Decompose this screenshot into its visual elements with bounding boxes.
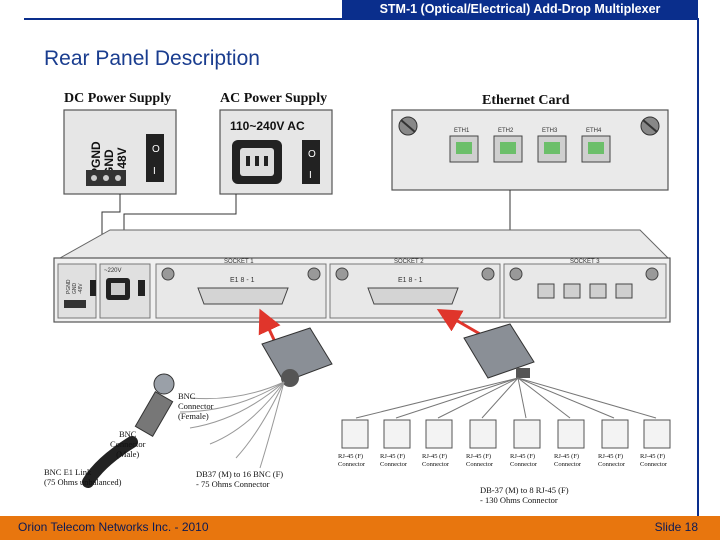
- e1-label: E1 8 - 1: [230, 277, 255, 284]
- eth-port-label: ETH2: [498, 128, 514, 134]
- bnc-cable: [82, 373, 175, 488]
- rj45-connector-word: Connector: [554, 461, 582, 468]
- ac-power-switch: [302, 140, 320, 184]
- arrow-to-socket-1: [258, 308, 281, 345]
- dc-terminal-label: PGND: [89, 141, 103, 176]
- rj45-connector-label: RJ-45 (F): [554, 453, 579, 460]
- db37-port-1: [197, 287, 289, 305]
- rj45-connector-label: RJ-45 (F): [338, 453, 363, 460]
- header-title-bar: STM-1 (Optical/Electrical) Add-Drop Mult…: [342, 0, 698, 19]
- rj45-connector-label: RJ-45 (F): [640, 453, 665, 460]
- rear-panel-drawing: DC Power Supply AC Power Supply Ethernet…: [53, 91, 671, 488]
- db37-rj45-label: DB-37 (M) to 8 RJ-45 (F) - 130 Ohms Conn…: [480, 485, 569, 505]
- small-dc-terminal-label: GND: [72, 283, 78, 295]
- rj45-connector-word: Connector: [466, 461, 494, 468]
- dc-terminal-label: GND: [102, 149, 116, 176]
- small-dc-terminal-label: PGND: [66, 279, 72, 294]
- rj45-connector-word: Connector: [510, 461, 538, 468]
- db37-bnc-connector: [179, 327, 333, 469]
- right-rule: [697, 18, 699, 518]
- eth-port-label: ETH4: [586, 128, 602, 134]
- arrow-to-socket-2: [436, 308, 481, 336]
- db37-bnc-label: DB37 (M) to 16 BNC (F) - 75 Ohms Connect…: [196, 469, 284, 489]
- ac-power-panel: 110~240V AC O I: [219, 109, 333, 195]
- dc-power-supply-label: DC Power Supply: [64, 91, 171, 106]
- switch-on-glyph: O: [308, 149, 316, 160]
- small-ac-voltage-label: ~220V: [104, 268, 122, 274]
- dc-power-switch: [146, 134, 164, 182]
- rj45-connector-word: Connector: [338, 461, 366, 468]
- rj45-connector-label: RJ-45 (F): [598, 453, 623, 460]
- rj45-connector-word: Connector: [640, 461, 668, 468]
- switch-off-glyph: I: [309, 170, 312, 181]
- db37-port-2: [367, 287, 459, 305]
- socket-label: SOCKET 3: [570, 259, 600, 265]
- socket-label: SOCKET 2: [394, 259, 424, 265]
- eth-port-label: ETH3: [542, 128, 558, 134]
- ac-voltage-label: 110~240V AC: [230, 119, 305, 133]
- ethernet-card-panel: ETH1 ETH2 ETH3 ETH4: [391, 109, 669, 191]
- page-title: Rear Panel Description: [44, 47, 260, 70]
- rj45-connector-word: Connector: [422, 461, 450, 468]
- rj45-connector-label: RJ-45 (F): [466, 453, 491, 460]
- bnc-female-label: BNC Connector (Female): [178, 391, 214, 421]
- footer-company: Orion Telecom Networks Inc. - 2010: [18, 520, 209, 534]
- rj45-connector-word: Connector: [380, 461, 408, 468]
- bnc-link-label: BNC E1 Link (75 Ohms unbalanced): [44, 467, 122, 487]
- small-dc-terminal-label: -48V: [78, 283, 84, 294]
- switch-off-glyph: I: [153, 166, 156, 177]
- socket-label: SOCKET 1: [224, 259, 254, 265]
- bnc-male-label: BNC Connector (Male): [110, 429, 146, 459]
- header-rule: [24, 18, 698, 20]
- switch-on-glyph: O: [152, 144, 160, 155]
- slide-number: Slide 18: [654, 520, 698, 534]
- eth-port-label: ETH1: [454, 128, 470, 134]
- rj45-connector-label: RJ-45 (F): [422, 453, 447, 460]
- dc-power-panel: PGND GND - 48V O I: [63, 109, 177, 195]
- rear-panel-diagram: DC Power Supply AC Power Supply Ethernet…: [40, 82, 690, 514]
- ethernet-card-label: Ethernet Card: [482, 93, 570, 108]
- ac-power-supply-label: AC Power Supply: [220, 91, 327, 106]
- rj45-connector-word: Connector: [598, 461, 626, 468]
- rj45-connector-label: RJ-45 (F): [510, 453, 535, 460]
- rj45-connector-label: RJ-45 (F): [380, 453, 405, 460]
- e1-label: E1 8 - 1: [398, 277, 423, 284]
- footer-bar: Orion Telecom Networks Inc. - 2010 Slide…: [0, 516, 720, 540]
- dc-terminal-label: - 48V: [115, 147, 129, 176]
- chassis: PGND GND -48V ~220V SOCKET 1 E1 8 - 1 SO…: [53, 229, 671, 323]
- db37-rj45-connector: [341, 323, 671, 449]
